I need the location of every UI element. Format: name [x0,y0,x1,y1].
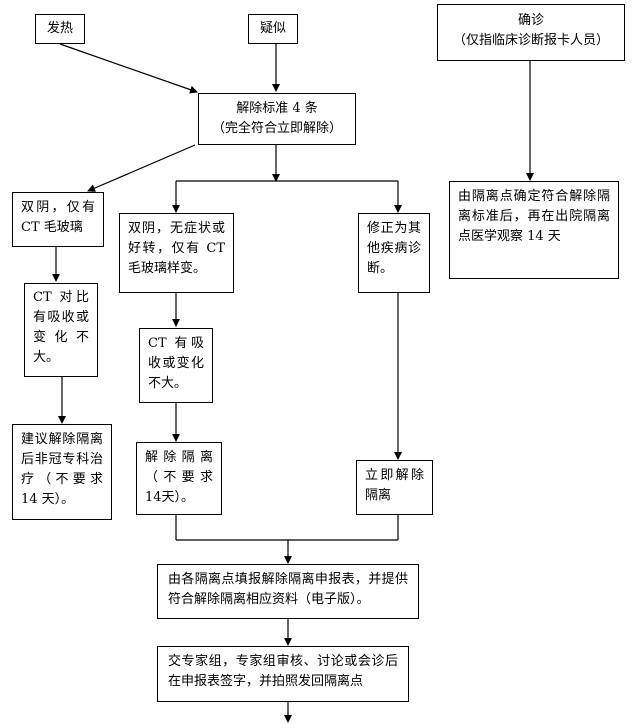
confirmed-box: 确诊 （仅指临床诊断报卡人员） [437,4,625,61]
criteria-note: （完全符合立即解除） [211,121,342,136]
branch1-result-box: 建议解除隔离后非冠专科治疗（不要求 14 天）。 [12,424,112,520]
suspect-box: 疑似 [248,14,298,44]
branch2-result-text: 解除隔离（不要求 14天）。 [145,450,213,505]
confirmed-result-text: 由隔离点确定符合解除隔离标准后，再在出院隔离点医学观察 14 天 [458,189,610,244]
branch1-text: 双阴，仅有 CT 毛玻璃 [21,200,95,235]
branch2-ct-text: CT 有吸收或变化不大。 [148,336,204,391]
report-box: 由各隔离点填报解除隔离申报表，并提供符合解除隔离相应资料（电子版）。 [157,564,419,619]
suspect-label: 疑似 [259,21,286,36]
fever-box: 发热 [35,14,85,44]
expert-text: 交专家组，专家组审核、讨论或会诊后在申报表签字，并拍照发回隔离点 [168,654,398,689]
fever-label: 发热 [46,21,73,36]
branch1-ct-box: CT 对比有吸收或变化不大。 [24,283,98,377]
confirmed-title: 确诊 [517,13,544,28]
branch2-ct-box: CT 有吸收或变化不大。 [139,328,213,403]
branch2-text: 双阴，无症状或好转，仅有 CT 毛玻璃样变。 [128,221,225,276]
branch1-result-text: 建议解除隔离后非冠专科治疗（不要求 14 天）。 [21,432,103,507]
criteria-title: 解除标准 4 条 [236,101,318,116]
confirmed-result-box: 由隔离点确定符合解除隔离标准后，再在出院隔离点医学观察 14 天 [449,181,619,279]
arrow-fever-to-criteria [59,43,198,94]
criteria-box: 解除标准 4 条 （完全符合立即解除） [198,93,356,145]
branch3-text: 修正为其他疾病诊断。 [367,221,421,276]
confirmed-note: （仅指临床诊断报卡人员） [452,33,609,48]
report-text: 由各隔离点填报解除隔离申报表，并提供符合解除隔离相应资料（电子版）。 [168,572,408,607]
branch3-box: 修正为其他疾病诊断。 [358,213,430,293]
branch1-ct-text: CT 对比有吸收或变化不大。 [33,290,89,365]
branch2-result-box: 解除隔离（不要求 14天）。 [136,442,222,515]
branch3-result-text: 立即解除隔离 [365,468,424,503]
expert-box: 交专家组，专家组审核、讨论或会诊后在申报表签字，并拍照发回隔离点 [157,646,409,702]
branch1-box: 双阴，仅有 CT 毛玻璃 [12,192,104,247]
branch3-result-box: 立即解除隔离 [356,460,433,515]
arrow-criteria-to-branch1 [87,144,196,192]
branch2-box: 双阴，无症状或好转，仅有 CT 毛玻璃样变。 [119,213,234,293]
